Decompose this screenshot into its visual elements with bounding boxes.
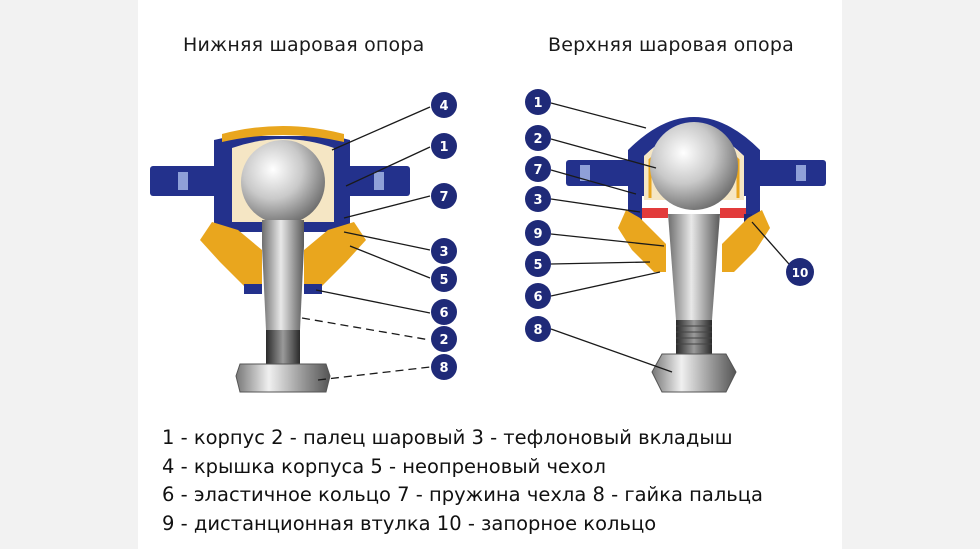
svg-text:3: 3 — [533, 193, 542, 208]
upper-pin — [668, 214, 720, 320]
upper-ball — [650, 122, 738, 210]
legend-line: 4 - крышка корпуса 5 - неопреновый чехол — [162, 454, 606, 478]
upper-marker-6: 6 — [525, 283, 551, 309]
svg-text:9: 9 — [533, 227, 542, 242]
svg-text:5: 5 — [439, 273, 448, 288]
svg-text:2: 2 — [533, 132, 542, 147]
lower-ball-joint — [150, 106, 431, 393]
svg-text:6: 6 — [439, 306, 448, 321]
svg-text:3: 3 — [439, 245, 448, 260]
svg-text:5: 5 — [533, 258, 542, 273]
svg-text:7: 7 — [439, 190, 448, 205]
lower-markers: 4 1 7 3 5 6 2 8 — [431, 92, 457, 380]
lower-marker-2: 2 — [431, 326, 457, 352]
svg-text:8: 8 — [533, 323, 542, 338]
lower-marker-3: 3 — [431, 238, 457, 264]
svg-text:2: 2 — [439, 333, 448, 348]
svg-text:10: 10 — [792, 266, 809, 280]
upper-marker-2: 2 — [525, 125, 551, 151]
lower-marker-7: 7 — [431, 183, 457, 209]
lower-marker-8: 8 — [431, 354, 457, 380]
upper-marker-3: 3 — [525, 186, 551, 212]
lower-marker-6: 6 — [431, 299, 457, 325]
upper-marker-8: 8 — [525, 316, 551, 342]
svg-text:6: 6 — [533, 290, 542, 305]
svg-text:1: 1 — [439, 140, 448, 155]
legend-line: 1 - корпус 2 - палец шаровый 3 - тефлоно… — [162, 426, 733, 449]
svg-text:8: 8 — [439, 361, 448, 376]
upper-marker-1: 1 — [525, 89, 551, 115]
lower-housing-cover — [222, 126, 344, 142]
title-lower-ball-joint: Нижняя шаровая опора — [183, 34, 425, 56]
lower-boot — [200, 222, 262, 292]
upper-markers: 1 2 7 3 9 5 6 8 10 — [525, 89, 814, 342]
upper-pin-thread — [676, 320, 712, 354]
upper-housing-dome — [628, 117, 760, 196]
svg-text:7: 7 — [533, 163, 542, 178]
lower-nut — [235, 363, 331, 393]
parts-legend: 1 - корпус 2 - палец шаровый 3 - тефлоно… — [162, 424, 763, 538]
lower-ball — [241, 140, 325, 224]
lower-pin — [262, 246, 304, 330]
upper-teflon-insert — [642, 208, 668, 218]
upper-marker-9: 9 — [525, 220, 551, 246]
upper-marker-7: 7 — [525, 156, 551, 182]
legend-line: 9 - дистанционная втулка 10 - запорное к… — [162, 511, 657, 535]
title-upper-ball-joint: Верхняя шаровая опора — [548, 34, 794, 56]
upper-boot — [618, 210, 666, 272]
legend-line: 6 - эластичное кольцо 7 - пружина чехла … — [162, 483, 763, 506]
upper-marker-10: 10 — [786, 258, 814, 286]
upper-marker-5: 5 — [525, 251, 551, 277]
lower-marker-1: 1 — [431, 133, 457, 159]
upper-nut — [651, 353, 737, 393]
lower-marker-5: 5 — [431, 266, 457, 292]
svg-text:4: 4 — [439, 99, 448, 114]
upper-ball-joint — [550, 102, 826, 393]
lower-marker-4: 4 — [431, 92, 457, 118]
svg-text:1: 1 — [533, 96, 542, 111]
lower-pin-thread — [266, 330, 300, 364]
